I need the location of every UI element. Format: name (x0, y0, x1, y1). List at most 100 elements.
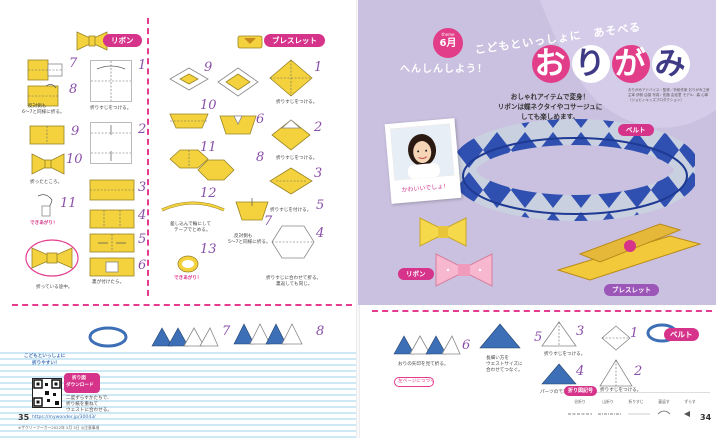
title-char-1: お (532, 45, 570, 83)
bracelet-header-icon (237, 35, 263, 49)
bracelet-step-6-number: 6 (256, 112, 265, 127)
intro-text: おしゃれアイテムで変身！ リボンは蝶ネクタイやコサージュに しても楽しめます。 (475, 92, 625, 122)
belt-photo (455, 119, 695, 221)
belt-photo-label: ベルト (618, 124, 654, 136)
download-label-line-1: 折り図 (72, 376, 86, 381)
legend-shift: ずらす (684, 399, 696, 404)
ribbon-step-3-diagram (89, 179, 135, 201)
ribbon-step-5-number: 5 (138, 232, 147, 247)
bracelet-step-5-number: 5 (316, 198, 325, 213)
belt-r-step-2-number: 2 (634, 364, 643, 379)
bracelet-step-11-diagram (169, 149, 209, 169)
belt-step-8-number: 8 (316, 324, 325, 339)
right-page-number: 34 (700, 413, 712, 422)
belt-r-step-1-caption: 折りすじをつける。 (600, 388, 642, 393)
belt-r-section-label: ベルト (664, 328, 699, 341)
title-char-3: が (612, 45, 650, 83)
fold-symbol-legend: 折り図記号 谷折り 山折り 折りすじ 裏返す ずらす (560, 386, 710, 424)
ribbon-step-9-number: 9 (71, 124, 80, 139)
bracelet-step-13-number: 13 (200, 242, 217, 257)
belt-left-caption-1: 二度ずらすかたちで、 (66, 396, 112, 401)
download-badge-line-1: こどもといっしょに (24, 354, 66, 359)
ribbon-step-10-number: 10 (66, 152, 83, 167)
ribbon-done-caption: できあがり！ (30, 221, 58, 226)
bracelet-step-10-number: 10 (200, 98, 217, 113)
ribbon-finished-diagram (25, 239, 79, 277)
ribbon-step-6-caption: 裏が付けたら。 (92, 280, 125, 285)
ribbon-step-4-diagram (89, 209, 135, 229)
model-photo-image (390, 123, 455, 181)
title-char-4: み (652, 45, 690, 83)
ribbon-photo-yellow (419, 217, 467, 247)
download-qr-code[interactable] (32, 378, 62, 408)
bracelet-step-8-number: 8 (256, 150, 265, 165)
left-page-number: 35 (18, 413, 30, 422)
belt-r-step-4-number: 4 (576, 364, 585, 379)
bracelet-step-3-number: 3 (314, 166, 323, 181)
ribbon-step-1-caption: 折りすじをつける。 (90, 106, 132, 111)
title-char-2: り (572, 45, 610, 83)
ribbon-step-10-diagram (31, 153, 65, 175)
ribbon-step-8-caption-2: 6〜7と同様に折る。 (22, 110, 65, 115)
ribbon-step-4-number: 4 (138, 208, 147, 223)
ribbon-step-8-number: 8 (69, 82, 78, 97)
belt-r-step-5-caption-3: 合わせてつなぐ。 (486, 368, 523, 373)
intro-line-3: しても楽しめます。 (520, 113, 580, 121)
model-photo-caption: かわいいでしょ！ (401, 182, 450, 194)
ribbon-step-2-number: 2 (138, 122, 147, 137)
footer-credit: ※ザクリーフーカー2022年 5月 5日 ◎注意事項 (18, 425, 100, 430)
next-page-label: 左ページにつづく (398, 379, 435, 384)
ribbon-step-1-number: 1 (138, 58, 147, 73)
title-main: おりがみ (532, 45, 692, 83)
bracelet-photo-label: ブレスレット (604, 284, 659, 296)
ribbon-step-5-diagram (89, 233, 135, 253)
bracelet-step-12-diagram (161, 201, 225, 212)
bracelet-done-caption: できあがり！ (174, 276, 202, 281)
theme-month: 6月 (439, 38, 457, 49)
belt-step-8-diagram (233, 323, 303, 345)
bracelet-step-12-number: 12 (200, 186, 217, 201)
legend-flip: 裏返す (658, 399, 670, 404)
bracelet-step-8-caption-1: 反対側も (234, 234, 253, 239)
belt-r-step-3-number: 3 (576, 324, 585, 339)
belt-r-step-5-number: 5 (534, 330, 543, 345)
bracelet-step-12-caption-2: テープでとめる。 (174, 228, 211, 233)
bracelet-step-5-diagram (197, 159, 235, 181)
ribbon-section-label: リボン (103, 34, 142, 47)
title-left: へんしんしよう！ (400, 64, 488, 75)
bracelet-step-10-diagram (169, 113, 209, 129)
bracelet-step-8-caption-2: 5〜7と同様に折る。 (228, 240, 271, 245)
next-page-box (394, 377, 434, 387)
bracelet-step-11-number: 11 (200, 140, 217, 155)
bracelet-step-3-diagram (269, 167, 313, 195)
ribbon-bottom-caption: 折っている途中。 (36, 285, 73, 290)
legend-title: 折り図記号 (564, 386, 598, 396)
ribbon-step-6-diagram (89, 257, 135, 277)
left-page: リボン ブレスレット 7 8 反対側も 6〜7と同様に折る。 9 10 折ったと… (0, 18, 358, 438)
belt-r-step-1-number: 1 (630, 326, 639, 341)
ribbon-step-9-diagram (29, 125, 65, 145)
belt-r-step-6-caption: おりの矢印を見て折る。 (398, 362, 449, 367)
download-label-box[interactable] (64, 373, 100, 393)
bracelet-step-7-number: 7 (264, 214, 273, 229)
bracelet-step-12-caption-1: 差し込んで輪にして (170, 222, 211, 227)
bracelet-step-1-diagram (269, 59, 313, 97)
ribbon-step-10-caption: 折ったところ。 (30, 180, 63, 185)
belt-done-diagram (88, 326, 128, 348)
bracelet-step-2-number: 2 (314, 120, 323, 135)
ribbon-step-2-diagram (90, 122, 132, 164)
theme-badge: theme 6月 (433, 28, 463, 58)
bracelet-step-7-diagram (219, 115, 257, 135)
credits-text: おりがみアドバイス・監修／折紙作家 おりがみ工房主宰 伊勢 由香 写真：佐藤 由… (628, 88, 710, 102)
footer-url[interactable]: https://mywonder.jp/30043/ (32, 415, 96, 420)
model-photo: かわいいでしょ！ (384, 118, 462, 204)
belt-r-step-1-diagram (601, 325, 631, 351)
intro-line-2: リボンは蝶ネクタイやコサージュに (497, 103, 603, 111)
belt-step-7-diagram (151, 327, 219, 347)
legend-valley-fold: 谷折り (574, 399, 586, 404)
download-label-line-2: ダウンロード (66, 383, 94, 388)
bracelet-step-1-caption: 折りすじをつける。 (276, 100, 318, 105)
download-badge-line-2: 折りやすい！ (32, 361, 60, 366)
bracelet-step-4-number: 4 (316, 226, 325, 241)
bracelet-section-label: ブレスレット (264, 34, 325, 47)
